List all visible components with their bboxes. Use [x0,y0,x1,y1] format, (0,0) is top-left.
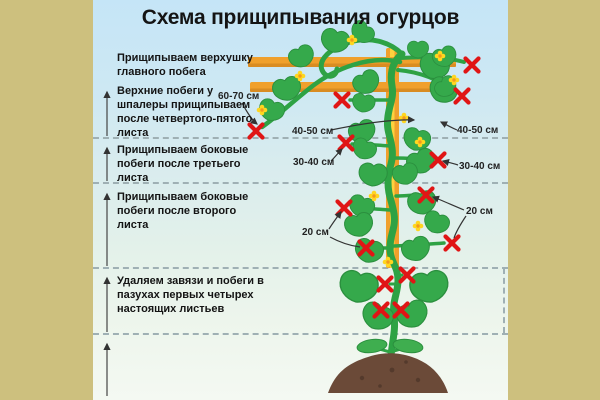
measurement-20-right: 20 см [466,206,493,217]
zone-divider [93,137,508,139]
measurement-20-left: 20 см [302,227,329,238]
zone-divider [93,182,508,184]
zone-divider-vertical [503,268,505,333]
measurement-40-50-left: 40-50 см [292,126,334,137]
zone-divider [93,267,508,269]
left-border [0,0,93,400]
zone-label-third-leaf: Прищипываем боковые побеги после третьег… [117,144,249,185]
measurement-30-40-left: 30-40 см [293,157,335,168]
page-title: Схема прищипывания огурцов [141,6,460,29]
right-border [508,0,600,400]
measurement-40-50-right: 40-50 см [457,125,499,136]
measurement-30-40-right: 30-40 см [459,161,501,172]
zone-divider [93,333,508,335]
zone-label-second-leaf: Прищипываем боковые побеги после второго… [117,191,249,232]
zone-label-remove-ovaries: Удаляем завязи и побеги в пазухах первых… [117,275,264,316]
zone-label-upper-shoots: Верхние побеги у шпалеры прищипываем пос… [117,85,253,140]
measurement-60-70: 60-70 см [218,91,260,102]
zone-label-top-pinch: Прищипываем верхушку главного побега [117,52,253,79]
